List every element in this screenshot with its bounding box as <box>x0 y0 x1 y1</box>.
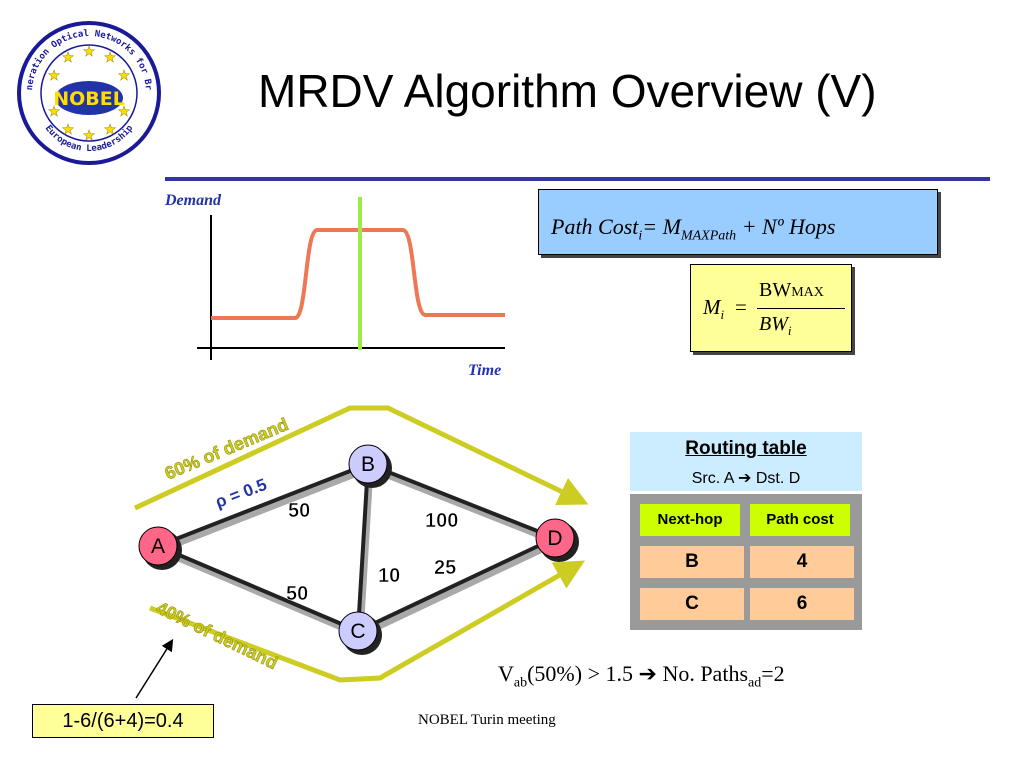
calc-pointer-arrow <box>135 638 174 699</box>
formula-eq: = <box>735 295 747 319</box>
upper-split-label: 60% of demand <box>162 414 292 484</box>
link-label-ab: 50 <box>288 500 310 522</box>
network-diagram: 60% of demand 40% of demand ρ = 0.5 50 1… <box>133 405 589 683</box>
column-next-hop: Next-hop <box>640 504 740 536</box>
link-label-bc: 10 <box>378 565 400 587</box>
path-cost-suffix: + Nº Hops <box>741 214 836 239</box>
time-axis-label: Time <box>468 362 501 379</box>
vab-condition: Vab(50%) > 1.5 ➔ No. Pathsad=2 <box>498 661 785 691</box>
node-c-label: C <box>350 620 365 643</box>
demand-axis-label: Demand <box>164 192 222 209</box>
svg-text:60% of demand: 60% of demand <box>162 414 292 484</box>
path-cost-eq: = M <box>642 214 681 239</box>
star-icons: ★★★ ★★★ ★★★ ★ <box>47 43 131 144</box>
link-label-cd: 25 <box>434 557 456 579</box>
arrow-right-icon: ➔ <box>638 661 657 686</box>
path-cost-sub: MAXPath <box>680 228 737 244</box>
formula-numerator: BWMAX <box>759 279 824 301</box>
svg-text:★: ★ <box>48 103 61 119</box>
calc-box: 1-6/(6+4)=0.4 <box>32 704 214 738</box>
table-row-2-next-hop: C <box>640 588 744 620</box>
path-cost-i: i <box>638 228 643 244</box>
column-path-cost: Path cost <box>750 504 850 536</box>
path-cost-prefix: Path Cost <box>551 214 639 239</box>
formula-lhs: Mi <box>703 295 725 323</box>
slide-footer: NOBEL Turin meeting <box>418 712 556 728</box>
routing-table-header: Routing table Src. A ➔ Dst. D <box>630 432 862 494</box>
bw-formula-box: Mi = BWMAX BWi <box>690 264 852 352</box>
link-label-ac: 50 <box>286 583 308 605</box>
title-divider <box>165 177 990 181</box>
svg-text:★: ★ <box>83 127 96 143</box>
node-c[interactable]: C <box>338 611 382 655</box>
link-b-d <box>366 462 557 540</box>
path-cost-box: Path Costi= MMAXPath + Nº Hops <box>538 189 938 255</box>
link-b-c <box>356 462 370 633</box>
upper-split-arrow <box>133 405 589 511</box>
path-cost-formula: Path Costi= MMAXPath + Nº Hops <box>551 214 835 244</box>
node-b-label: B <box>361 453 375 476</box>
link-label-bd: 100 <box>425 510 458 532</box>
svg-text:★: ★ <box>62 49 75 65</box>
table-row-1-next-hop: B <box>640 546 744 578</box>
node-d-label: D <box>547 527 562 550</box>
svg-text:★: ★ <box>104 121 117 137</box>
demand-chart: Demand Time <box>164 192 505 379</box>
routing-table-title: Routing table <box>685 438 807 459</box>
table-row-2-path-cost: 6 <box>750 588 854 620</box>
routing-table: Routing table Src. A ➔ Dst. D Next-hop P… <box>630 432 862 630</box>
svg-text:★: ★ <box>62 121 75 137</box>
nobel-logo: Next generation Optical Networks for Bro… <box>14 18 161 165</box>
slide-title: MRDV Algorithm Overview (V) <box>258 65 877 117</box>
svg-text:★: ★ <box>48 67 61 83</box>
routing-table-subtitle: Src. A ➔ Dst. D <box>691 470 801 487</box>
svg-text:★: ★ <box>118 67 131 83</box>
formula-denominator: BWi <box>759 313 792 338</box>
table-row-1-path-cost: 4 <box>750 546 854 578</box>
svg-text:★: ★ <box>83 43 96 59</box>
fraction-bar <box>757 308 845 309</box>
logo-center-text: NOBEL <box>53 88 125 110</box>
node-d[interactable]: D <box>535 518 579 562</box>
link-c-d <box>356 536 557 633</box>
svg-text:★: ★ <box>104 49 117 65</box>
link-a-c <box>156 544 360 633</box>
node-a[interactable]: A <box>138 526 182 570</box>
link-a-b <box>156 462 370 548</box>
node-a-label: A <box>151 535 165 558</box>
node-b[interactable]: B <box>348 444 392 488</box>
lower-split-arrow <box>149 560 586 683</box>
arrow-right-icon: ➔ <box>737 470 752 487</box>
svg-text:★: ★ <box>118 103 131 119</box>
